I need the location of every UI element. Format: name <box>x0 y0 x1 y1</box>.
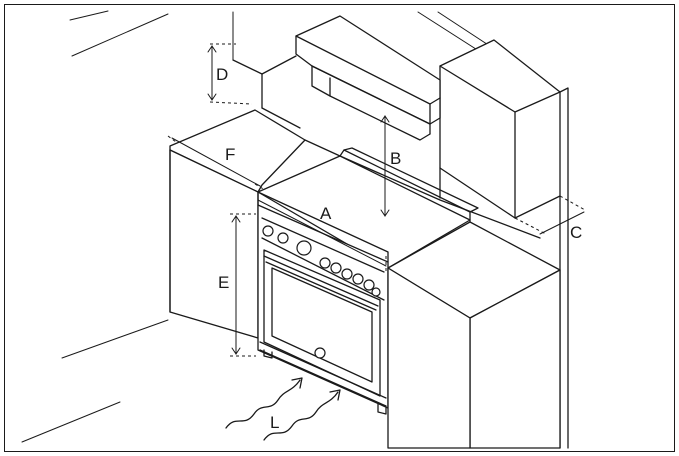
wall-cabinet <box>439 39 561 219</box>
dimension-labels: D F B A C E L <box>216 65 582 432</box>
upper-cabinet-left <box>232 55 301 129</box>
cooker-knobs <box>262 225 381 359</box>
knob-3 <box>296 240 312 256</box>
diagram-frame <box>4 4 675 452</box>
label-a: A <box>320 204 332 223</box>
cooker-front <box>257 191 389 415</box>
back-wall <box>304 139 541 239</box>
knob-2 <box>277 232 289 244</box>
knob-8 <box>363 279 375 291</box>
right-base-cabinet <box>387 221 561 449</box>
label-b: B <box>390 149 401 168</box>
range-hood <box>295 15 441 141</box>
knob-5 <box>330 262 342 274</box>
label-f: F <box>225 145 235 164</box>
airflow-arrows <box>225 377 341 441</box>
knob-4 <box>319 257 331 269</box>
knob-1 <box>262 225 274 237</box>
wall-pillar <box>559 87 569 449</box>
label-c: C <box>570 223 582 242</box>
cooker-top <box>257 147 479 269</box>
label-e: E <box>218 273 229 292</box>
label-d: D <box>216 65 228 84</box>
knob-6 <box>341 268 353 280</box>
knob-10 <box>314 347 326 359</box>
label-l: L <box>270 413 279 432</box>
knob-9 <box>371 287 381 297</box>
knob-7 <box>352 273 364 285</box>
dimension-lines <box>167 43 586 357</box>
